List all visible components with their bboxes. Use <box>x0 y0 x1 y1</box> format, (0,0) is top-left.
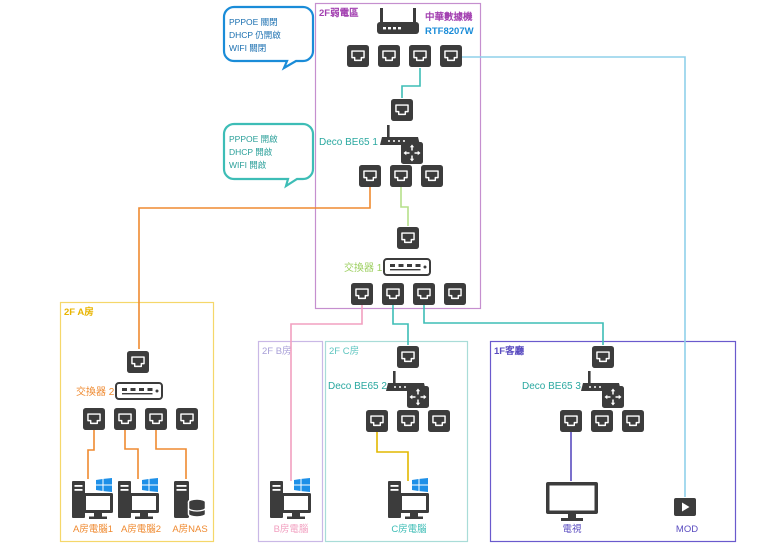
switch2-port-4[interactable] <box>176 408 198 430</box>
modem-port-2[interactable] <box>378 45 400 67</box>
deco-cfg-line-2: DHCP 開啟 <box>229 147 273 157</box>
switch2-uplink-port[interactable] <box>127 351 149 373</box>
room-a-label: 2F A房 <box>64 306 94 318</box>
deco3-label: Deco BE65 3 <box>522 381 581 392</box>
deco-config-bubble: PPPOE 開啟 DHCP 開啟 WIFI 開啟 <box>222 122 315 189</box>
isp-router-label-1: 中華數據機 <box>425 11 473 23</box>
deco-cfg-line-1: PPPOE 開啟 <box>229 134 278 144</box>
pc-b-windows-icon <box>294 478 310 492</box>
tv-label: 電視 <box>562 523 582 535</box>
pc-a1-windows-icon <box>96 478 112 492</box>
room-c-label: 2F C房 <box>329 345 359 357</box>
modem-port-4[interactable] <box>440 45 462 67</box>
switch2-label: 交換器 2 <box>76 385 115 398</box>
switch1-port-2[interactable] <box>382 283 404 305</box>
wifi-router-icon[interactable] <box>377 8 419 34</box>
cable-switch2-nas-a <box>155 430 187 479</box>
deco2-port-1[interactable] <box>366 410 388 432</box>
isp-router-label-2: RTF8207W <box>425 26 474 37</box>
room-c-frame <box>324 340 469 543</box>
deco1-port-2[interactable] <box>390 165 412 187</box>
room-2f-label: 2F弱電區 <box>319 7 359 19</box>
switch1-port-3[interactable] <box>413 283 435 305</box>
switch1-icon[interactable] <box>383 258 431 276</box>
deco-cfg-line-3: WIFI 開啟 <box>229 160 267 170</box>
nas-a-icon[interactable] <box>174 480 206 519</box>
router-cfg-line-2: DHCP 仍開啟 <box>229 30 281 40</box>
switch1-port-1[interactable] <box>351 283 373 305</box>
pc-c-windows-icon <box>412 478 428 492</box>
room-a-frame <box>59 301 215 543</box>
cable-switch1-deco3 <box>423 304 604 345</box>
tv-icon[interactable] <box>546 482 598 521</box>
cable-deco1-switch1 <box>400 186 409 226</box>
deco1-port-1[interactable] <box>359 165 381 187</box>
modem-port-1[interactable] <box>347 45 369 67</box>
nas-a-label: A房NAS <box>172 523 207 535</box>
cable-switch2-pc-a2 <box>124 430 139 479</box>
modem-port-3[interactable] <box>409 45 431 67</box>
room-1f-label: 1F客廳 <box>494 345 525 357</box>
deco1-label: Deco BE65 1 <box>319 137 378 148</box>
deco2-mesh-icon[interactable] <box>407 386 429 408</box>
deco2-uplink-port[interactable] <box>397 346 419 368</box>
switch1-uplink-port[interactable] <box>397 227 419 249</box>
cable-modem-deco1 <box>401 68 421 98</box>
switch2-icon[interactable] <box>115 382 163 400</box>
room-2f-frame <box>314 2 482 310</box>
router-cfg-line-3: WIFI 關閉 <box>229 43 266 53</box>
switch1-port-4[interactable] <box>444 283 466 305</box>
deco2-port-3[interactable] <box>428 410 450 432</box>
cable-switch2-pc-a1 <box>87 430 95 479</box>
pc-c-label: C房電腦 <box>391 523 427 535</box>
switch2-port-3[interactable] <box>145 408 167 430</box>
pc-a1-label: A房電腦1 <box>73 523 113 535</box>
pc-a2-label: A房電腦2 <box>121 523 161 535</box>
switch1-label: 交換器 1 <box>344 261 383 274</box>
cable-switch1-roomb <box>290 304 363 481</box>
deco3-port-1[interactable] <box>560 410 582 432</box>
deco3-port-3[interactable] <box>622 410 644 432</box>
cable-deco1-switch2 <box>138 186 371 349</box>
room-b-label: 2F B房 <box>262 345 292 357</box>
pc-a2-windows-icon <box>142 478 158 492</box>
cable-modem-mod <box>461 56 686 497</box>
router-config-bubble: PPPOE 關閉 DHCP 仍開啟 WIFI 關閉 <box>222 5 315 71</box>
deco1-uplink-port[interactable] <box>391 99 413 121</box>
cable-switch1-deco2 <box>392 304 409 345</box>
mod-label: MOD <box>676 524 698 535</box>
deco1-mesh-icon[interactable] <box>401 142 423 164</box>
room-1f-frame <box>489 340 737 543</box>
deco3-mesh-icon[interactable] <box>602 386 624 408</box>
deco3-uplink-port[interactable] <box>592 346 614 368</box>
cable-deco2-pc-c <box>376 431 409 481</box>
switch2-port-2[interactable] <box>114 408 136 430</box>
switch2-port-1[interactable] <box>83 408 105 430</box>
deco2-label: Deco BE65 2 <box>328 381 387 392</box>
deco3-port-2[interactable] <box>591 410 613 432</box>
pc-b-label: B房電腦 <box>274 523 309 535</box>
mod-box-icon[interactable] <box>674 498 696 516</box>
router-cfg-line-1: PPPOE 關閉 <box>229 17 278 27</box>
deco1-port-3[interactable] <box>421 165 443 187</box>
deco2-port-2[interactable] <box>397 410 419 432</box>
